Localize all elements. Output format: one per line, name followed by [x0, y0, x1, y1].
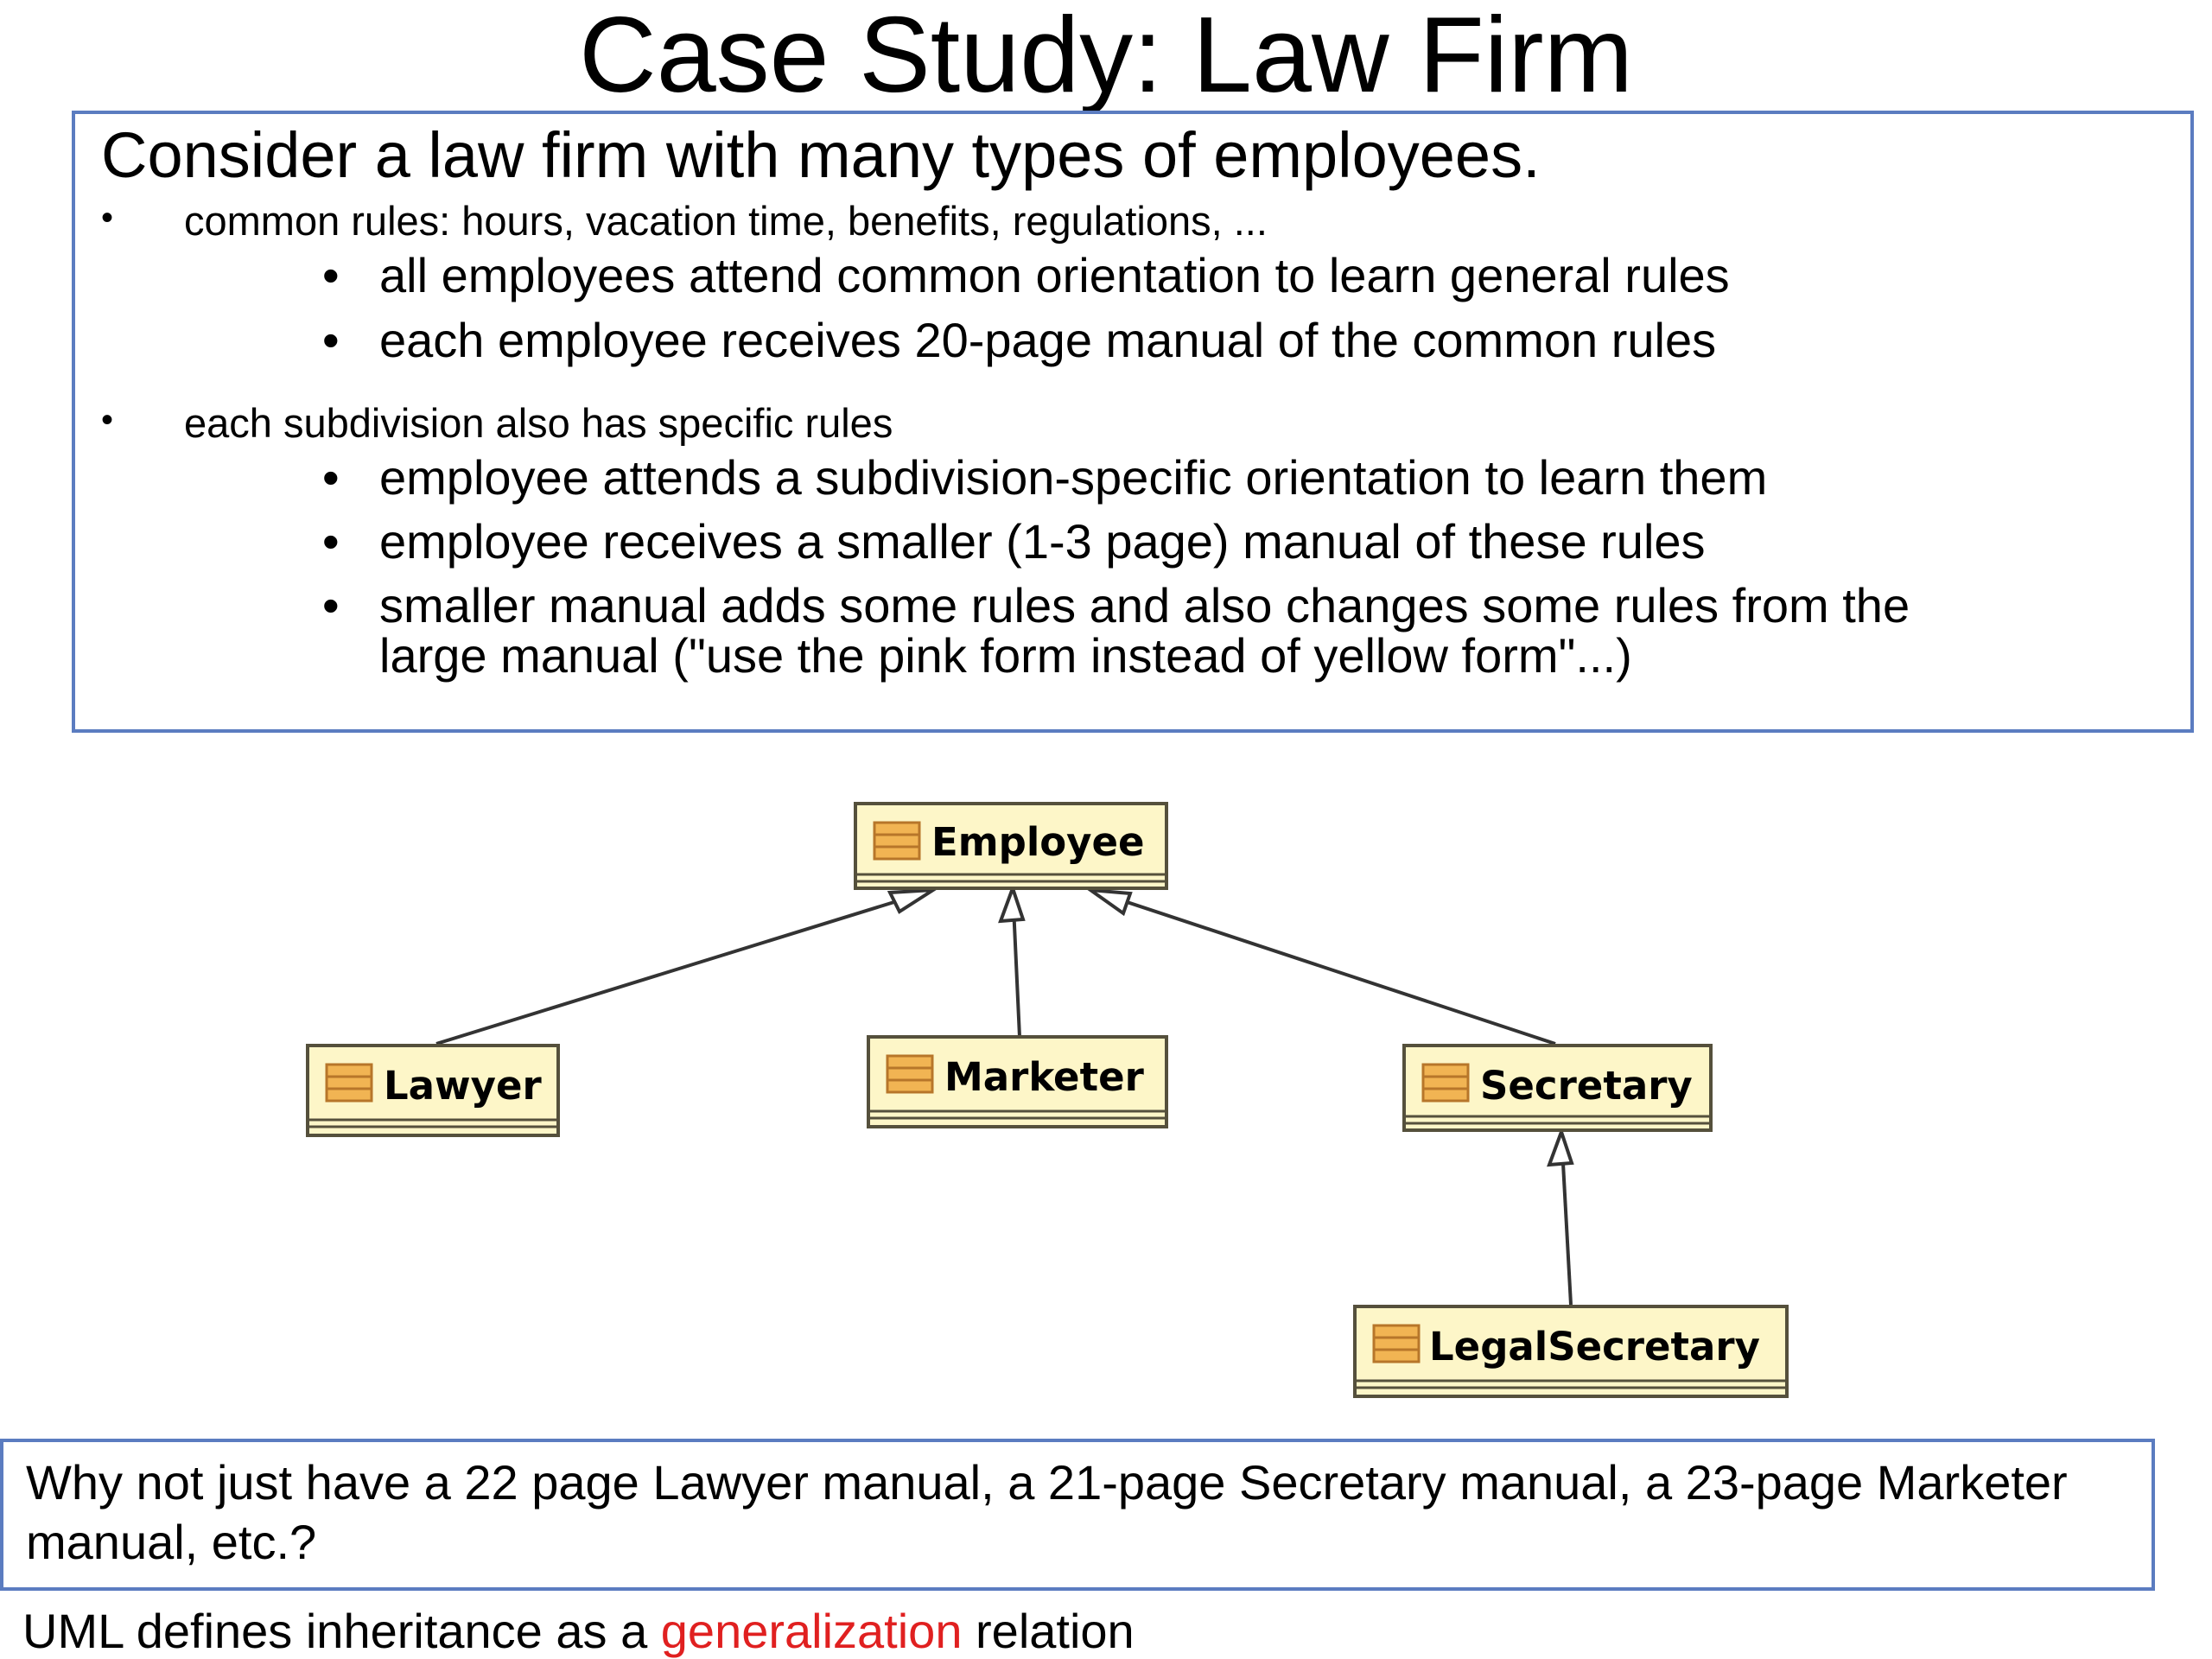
edge-secretary-employee	[1090, 888, 1556, 1046]
inheritance-edges	[435, 882, 1574, 1306]
sub-bullet-text: each employee receives 20-page manual of…	[379, 313, 1717, 367]
class-employee: Employee	[854, 802, 1168, 890]
footer-text: UML defines inheritance as a	[22, 1604, 661, 1658]
class-name: Employee	[931, 819, 1145, 865]
class-icon	[325, 1063, 373, 1103]
bullet-dot: •	[322, 450, 340, 505]
slide-title: Case Study: Law Firm	[579, 0, 1633, 115]
class-icon	[1421, 1063, 1470, 1103]
generalization-arrowhead	[998, 882, 1026, 924]
class-icon	[873, 821, 921, 861]
intro-text: Consider a law firm with many types of e…	[101, 119, 1541, 191]
class-icon	[1372, 1324, 1421, 1363]
uml-class-diagram: Employee Lawyer Marketer	[306, 802, 1789, 1398]
footer-highlight: generalization	[660, 1604, 963, 1658]
bullet-text: common rules: hours, vacation time, bene…	[184, 198, 1268, 244]
question-text: Why not just have a 22 page Lawyer manua…	[26, 1455, 2068, 1569]
generalization-arrowhead	[887, 887, 940, 914]
bullet-text: each subdivision also has specific rules	[184, 400, 893, 446]
sub-bullet-text: smaller manual adds some rules and also …	[379, 578, 1910, 632]
sub-bullet-text: employee attends a subdivision-specific …	[379, 450, 1768, 505]
bullet-dot: •	[322, 514, 340, 569]
class-legalsecretary: LegalSecretary	[1353, 1305, 1789, 1398]
bullet-dot: •	[322, 578, 340, 632]
footer-note: UML defines inheritance as a generalizat…	[22, 1603, 1135, 1659]
edge-lawyer-employee	[435, 888, 934, 1046]
class-secretary: Secretary	[1402, 1044, 1713, 1132]
class-name: LegalSecretary	[1429, 1324, 1760, 1370]
bullet-dot: •	[101, 401, 114, 439]
generalization-arrowhead	[1084, 887, 1133, 917]
class-lawyer: Lawyer	[306, 1044, 560, 1137]
class-icon	[886, 1054, 934, 1094]
rules-box: Consider a law firm with many types of e…	[72, 111, 2194, 733]
sub-bullet-text: all employees attend common orientation …	[379, 248, 1730, 302]
generalization-arrowhead	[1547, 1126, 1574, 1167]
question-box: Why not just have a 22 page Lawyer manua…	[0, 1439, 2155, 1591]
footer-text: relation	[962, 1604, 1135, 1658]
bullet-dot: •	[322, 248, 340, 302]
bullet-dot: •	[101, 199, 114, 237]
class-marketer: Marketer	[867, 1035, 1168, 1128]
sub-bullet-text: employee receives a smaller (1-3 page) m…	[379, 514, 1706, 569]
class-name: Lawyer	[384, 1063, 542, 1109]
sub-bullet-text: large manual ("use the pink form instead…	[379, 628, 1632, 683]
class-name: Secretary	[1480, 1063, 1693, 1109]
bullet-dot: •	[322, 313, 340, 367]
class-name: Marketer	[944, 1054, 1145, 1100]
